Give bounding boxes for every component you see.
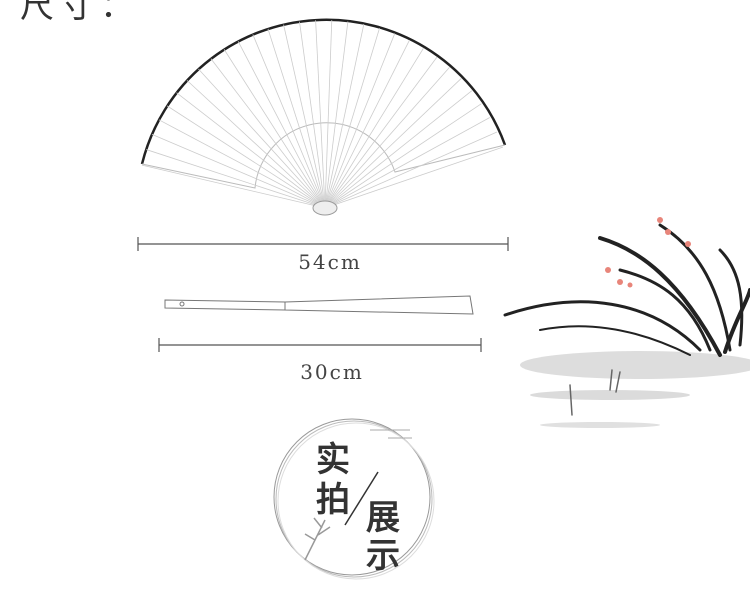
fan-rib <box>324 20 333 209</box>
fan-rib <box>223 49 326 209</box>
fan-rib <box>176 92 326 209</box>
fan-rib <box>315 20 326 209</box>
fan-rib <box>198 68 326 209</box>
badge-char: 实 <box>316 440 350 480</box>
fan-rib <box>324 66 450 209</box>
fan-rib <box>324 90 473 209</box>
fan-rib <box>324 103 482 209</box>
fan-rib <box>267 28 326 209</box>
fan-rib <box>324 56 438 209</box>
fan-rib <box>237 41 326 209</box>
badge-circle <box>273 418 435 580</box>
section-heading: 尺寸： <box>20 0 140 26</box>
fan-rib <box>324 131 498 209</box>
fan-rib <box>299 21 326 209</box>
fan-rib <box>324 23 365 209</box>
fan-rib <box>324 146 503 209</box>
fan-rib <box>324 47 424 209</box>
fan-rib <box>186 80 326 209</box>
fan-rib <box>158 119 326 209</box>
open-fan-drawing <box>140 18 507 216</box>
fan-rib <box>324 39 410 209</box>
fan-rib <box>324 33 396 209</box>
badge-char: 展 <box>366 498 400 538</box>
fan-rib <box>283 24 326 209</box>
closed-fan-drawing <box>164 295 474 315</box>
length-dimension-line <box>158 338 482 352</box>
orchid-ink-painting <box>503 217 750 428</box>
fan-rib <box>252 34 326 209</box>
fan-rib <box>146 149 326 209</box>
fan-rib <box>210 58 326 209</box>
fan-rib <box>166 105 326 209</box>
fan-rib <box>324 117 490 209</box>
badge-char: 拍 <box>316 480 350 520</box>
length-label: 30cm <box>300 360 364 384</box>
fan-rib <box>324 78 462 209</box>
badge-char: 示 <box>366 536 400 576</box>
fan-rib <box>324 27 380 209</box>
fan-rib <box>151 134 326 209</box>
width-label: 54cm <box>298 250 362 274</box>
fan-rib <box>324 21 349 209</box>
fan-rib <box>141 164 326 209</box>
width-dimension-line <box>137 237 509 251</box>
